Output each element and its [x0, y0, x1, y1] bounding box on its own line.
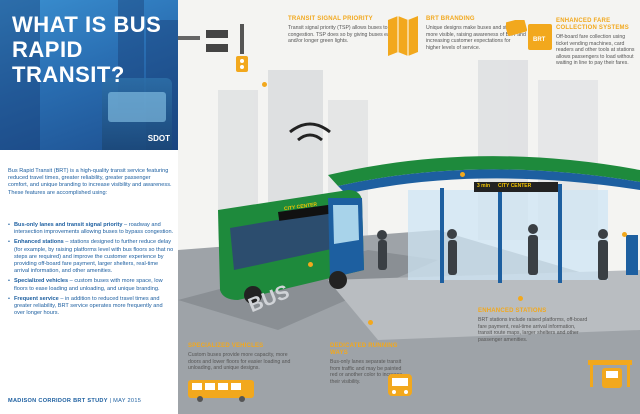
ticket-machine [626, 235, 638, 275]
feature-term: Frequent service [14, 295, 59, 302]
bus-icon [188, 378, 258, 407]
map-icon [388, 16, 418, 61]
callout-enhanced-stations: ENHANCED STATIONS BRT stations include r… [478, 308, 588, 343]
feature-text: – custom buses with more space, low floo… [14, 278, 163, 292]
fare-card-icon [504, 18, 554, 57]
station-glass [408, 190, 608, 280]
leader-dot [368, 320, 373, 325]
leader-dot [622, 232, 627, 237]
brt-bus [218, 190, 364, 304]
footer-study: MADISON CORRIDOR BRT STUDY [8, 398, 108, 404]
station-sign [474, 182, 558, 192]
station-roof-trim [338, 169, 640, 194]
callout-text: Off-board fare collection using ticket v… [556, 34, 635, 67]
feature-text: – stations designed to further reduce de… [14, 239, 174, 275]
hero-banner: WHAT IS BUS RAPID TRANSIT? SDOT [0, 0, 178, 150]
fare-sign: BRT [533, 37, 546, 43]
feature-term: Specialized vehicles [14, 278, 69, 285]
feature-text: – roadway and intersection improvements … [14, 222, 174, 236]
callout-text: Transit signal priority (TSP) allows bus… [288, 25, 406, 45]
station-icon [588, 358, 632, 397]
callout-title: ENHANCED FARE COLLECTION SYSTEMS [556, 18, 629, 31]
scene-graphic [178, 60, 640, 414]
callout-text: Custom buses provide more capacity, more… [188, 352, 291, 372]
leader-dot [262, 82, 267, 87]
station-platform [328, 270, 640, 340]
feature-item: Bus-only lanes and transit signal priori… [8, 222, 174, 236]
leader-dot [460, 172, 465, 177]
callout-title: DEDICATED RUNNING WAYS [330, 343, 398, 356]
footer-date: MAY 2015 [113, 398, 142, 404]
callout-dedicated-running-ways: DEDICATED RUNNING WAYS Bus-only lanes se… [330, 343, 410, 385]
sdot-logo: SDOT [147, 134, 170, 143]
callout-specialized-vehicles: SPECIALIZED VEHICLES Custom buses provid… [188, 343, 298, 372]
left-panel: WHAT IS BUS RAPID TRANSIT? SDOT Bus Rapi… [0, 0, 178, 414]
feature-list: Bus-only lanes and transit signal priori… [8, 222, 174, 320]
bus-lane [178, 250, 438, 330]
bus-lane-icon [386, 372, 414, 407]
feature-item: Enhanced stations – stations designed to… [8, 239, 174, 275]
station-sign-time: 3 min [477, 183, 491, 189]
feature-text: – in addition to reduced travel times an… [14, 295, 163, 317]
hero-building [0, 0, 40, 150]
station-sign-destination: CITY CENTER [498, 183, 532, 189]
callout-text: Bus-only lanes separate transit from tra… [330, 359, 403, 385]
passengers [377, 224, 608, 280]
signal-waves [289, 122, 331, 142]
feature-term: Bus-only lanes and transit signal priori… [14, 222, 123, 228]
callout-title: TRANSIT SIGNAL PRIORITY [288, 16, 373, 22]
leader-dot [518, 296, 523, 301]
callout-title: BRT BRANDING [426, 16, 475, 22]
feature-item: Specialized vehicles – custom buses with… [8, 278, 174, 292]
leader-dot [308, 262, 313, 267]
callout-brt-branding: BRT BRANDING Unique designs make buses a… [426, 16, 526, 51]
callout-fare-collection: ENHANCED FARE COLLECTION SYSTEMS Off-boa… [556, 18, 638, 67]
feature-term: Enhanced stations [14, 239, 64, 246]
hero-bus-window [108, 92, 166, 122]
traffic-signal-icon [178, 18, 263, 78]
feature-item: Frequent service – in addition to reduce… [8, 296, 174, 318]
callout-text: BRT stations include raised platforms, o… [478, 317, 588, 343]
page-title: WHAT IS BUS RAPID TRANSIT? [12, 12, 162, 87]
callout-text: Unique designs make buses and stations m… [426, 25, 526, 51]
callout-title: ENHANCED STATIONS [478, 308, 547, 314]
callout-title: SPECIALIZED VEHICLES [188, 343, 264, 349]
station-roof [328, 156, 640, 186]
intro-paragraph: Bus Rapid Transit (BRT) is a high-qualit… [8, 168, 172, 196]
footer: MADISON CORRIDOR BRT STUDY | MAY 2015 [8, 398, 142, 404]
callout-transit-signal-priority: TRANSIT SIGNAL PRIORITY Transit signal p… [288, 16, 408, 45]
brt-illustration: CITY CENTER 3 min CITY CENTER BUS TRANSI… [178, 0, 640, 414]
